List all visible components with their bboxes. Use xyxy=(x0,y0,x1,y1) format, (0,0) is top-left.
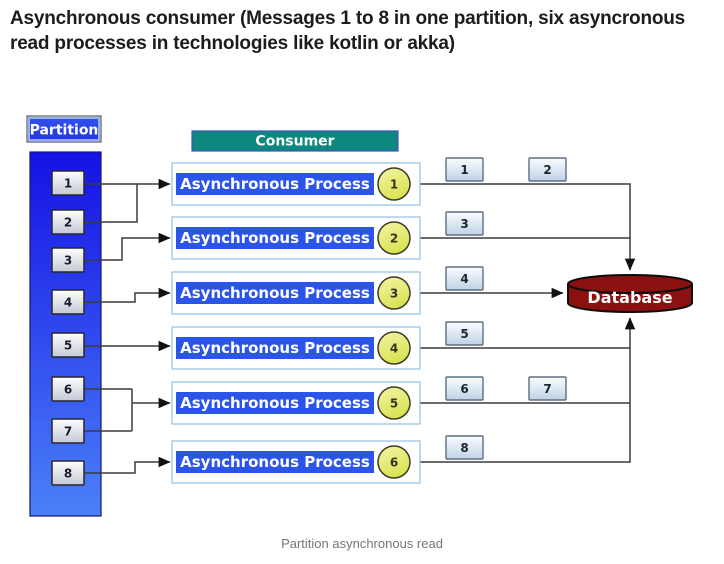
process-label: Asynchronous Process xyxy=(180,394,370,412)
process-label: Asynchronous Process xyxy=(180,175,370,193)
partition-message-6-text: 6 xyxy=(64,383,72,397)
message-tag-2-text: 2 xyxy=(543,163,551,177)
process-badge-number: 4 xyxy=(390,342,398,356)
message-tag-5: 5 xyxy=(445,321,484,346)
partition-message-7: 7 xyxy=(51,418,85,444)
message-tags: 1 2 3 4 5 6 7 xyxy=(445,157,567,460)
partition-message-4-text: 4 xyxy=(64,296,72,310)
process-label: Asynchronous Process xyxy=(180,339,370,357)
message-tag-4: 4 xyxy=(445,266,484,291)
message-tag-7-text: 7 xyxy=(543,382,551,396)
partition-message-2: 2 xyxy=(51,209,85,235)
partition-message-2-text: 2 xyxy=(64,216,72,230)
message-tag-8: 8 xyxy=(445,435,484,460)
message-tag-3: 3 xyxy=(445,211,484,236)
diagram-title: Asynchronous consumer (Messages 1 to 8 i… xyxy=(10,6,718,56)
process-badge-number: 3 xyxy=(390,287,398,301)
consumer-header-text: Consumer xyxy=(255,134,334,150)
process-badge-circle xyxy=(377,221,411,255)
partition-message-8-text: 8 xyxy=(64,467,72,481)
figure-caption: Partition asynchronous read xyxy=(281,536,443,551)
partition-messages: 1 2 3 4 5 6 7 xyxy=(51,170,85,486)
database-cylinder: Database xyxy=(567,274,693,313)
process-badge-circle xyxy=(377,276,411,310)
partition-message-5-text: 5 xyxy=(64,339,72,353)
process-badge-number: 6 xyxy=(390,456,398,470)
process-badge-number: 5 xyxy=(390,397,398,411)
process-badge-number: 2 xyxy=(390,232,398,246)
process-box-2: Asynchronous Process 2 xyxy=(171,216,421,260)
partition-label: Partition xyxy=(26,115,102,143)
message-tag-7: 7 xyxy=(528,376,567,401)
message-tag-6-text: 6 xyxy=(460,382,468,396)
process-label: Asynchronous Process xyxy=(180,284,370,302)
partition-message-6: 6 xyxy=(51,376,85,402)
message-tag-8-text: 8 xyxy=(460,441,468,455)
process-box-6: Asynchronous Process 6 xyxy=(171,440,421,484)
process-box-4: Asynchronous Process 4 xyxy=(171,326,421,370)
process-label: Asynchronous Process xyxy=(180,229,370,247)
process-badge-circle xyxy=(377,331,411,365)
partition-message-1: 1 xyxy=(51,170,85,196)
message-tag-2: 2 xyxy=(528,157,567,182)
message-tag-1: 1 xyxy=(445,157,484,182)
message-tag-6: 6 xyxy=(445,376,484,401)
consumer-header: Consumer xyxy=(191,130,399,152)
connector-msg3-process2 xyxy=(84,232,171,261)
connector-msg8-process6 xyxy=(84,456,171,474)
connector-process6-db-bottom xyxy=(420,317,636,463)
partition-message-3-text: 3 xyxy=(64,254,72,268)
process-badge-number: 1 xyxy=(390,178,398,192)
message-tag-5-text: 5 xyxy=(460,327,468,341)
message-tag-4-text: 4 xyxy=(460,272,468,286)
process-box-5: Asynchronous Process 5 xyxy=(171,381,421,425)
diagram-title-line2: read processes in technologies like kotl… xyxy=(10,33,455,55)
message-tag-3-text: 3 xyxy=(460,217,468,231)
process-badge-circle xyxy=(377,386,411,420)
partition-label-text: Partition xyxy=(30,123,99,139)
partition-message-5: 5 xyxy=(51,332,85,358)
process-label: Asynchronous Process xyxy=(180,453,370,471)
process-box-3: Asynchronous Process 3 xyxy=(171,271,421,315)
connector-process1-db-top xyxy=(420,183,636,271)
partition-message-3: 3 xyxy=(51,247,85,273)
partition-message-1-text: 1 xyxy=(64,177,72,191)
connector-msg2-join xyxy=(84,184,138,223)
diagram-title-line1: Asynchronous consumer (Messages 1 to 8 i… xyxy=(10,8,686,29)
database-label: Database xyxy=(587,288,672,307)
connector-msg4-process3 xyxy=(84,287,171,303)
partition-message-4: 4 xyxy=(51,289,85,315)
process-box-1: Asynchronous Process 1 xyxy=(171,162,421,206)
partition-message-7-text: 7 xyxy=(64,425,72,439)
message-tag-1-text: 1 xyxy=(460,163,468,177)
partition-message-8: 8 xyxy=(51,460,85,486)
process-badge-circle xyxy=(377,445,411,479)
process-badge-circle xyxy=(377,167,411,201)
